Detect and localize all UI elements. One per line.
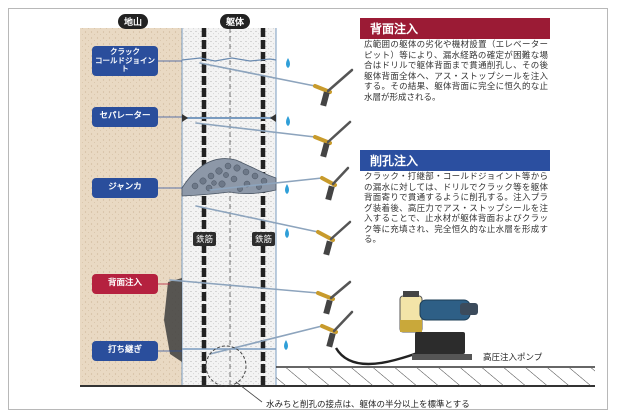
floor-hatch	[276, 368, 595, 386]
label-rebar-left: 鉄筋	[193, 232, 217, 246]
label-ground: 地山	[118, 14, 149, 29]
pump-hose	[334, 347, 421, 366]
contact-point-highlight	[205, 345, 247, 387]
water-drops	[284, 58, 290, 350]
caption-leader	[235, 381, 263, 403]
high-pressure-pump	[399, 291, 478, 360]
soil-region	[80, 28, 182, 386]
label-rebar-right: 鉄筋	[252, 232, 276, 246]
back-injection-layer	[164, 278, 182, 362]
bottom-caption: 水みちと削孔の接点は、躯体の半分以上を標準とする	[266, 400, 470, 410]
label-structure: 躯体	[220, 14, 251, 29]
label-back-injection: 背面注入	[92, 274, 158, 294]
label-honeycomb: ジャンカ	[92, 178, 158, 198]
injection-guns	[169, 62, 354, 355]
section-back-injection-body: 広範囲の躯体の劣化や機材設置（エレベーターピット）等により、漏水経路の確定が困難…	[364, 40, 548, 103]
pump-label: 高圧注入ポンプ	[483, 353, 543, 363]
section-back-injection-title: 背面注入	[360, 18, 550, 39]
label-separator: セパレーター	[92, 107, 158, 127]
crack-line	[181, 57, 277, 62]
label-construction-joint: 打ち継ぎ	[92, 341, 158, 361]
label-crack-cold-joint: クラック コールドジョイント	[92, 46, 158, 76]
section-drill-injection-body: クラック・打継部・コールドジョイント等からの漏水に対しては、ドリルでクラック等を…	[364, 172, 548, 245]
section-drill-injection-title: 削孔注入	[360, 150, 550, 171]
